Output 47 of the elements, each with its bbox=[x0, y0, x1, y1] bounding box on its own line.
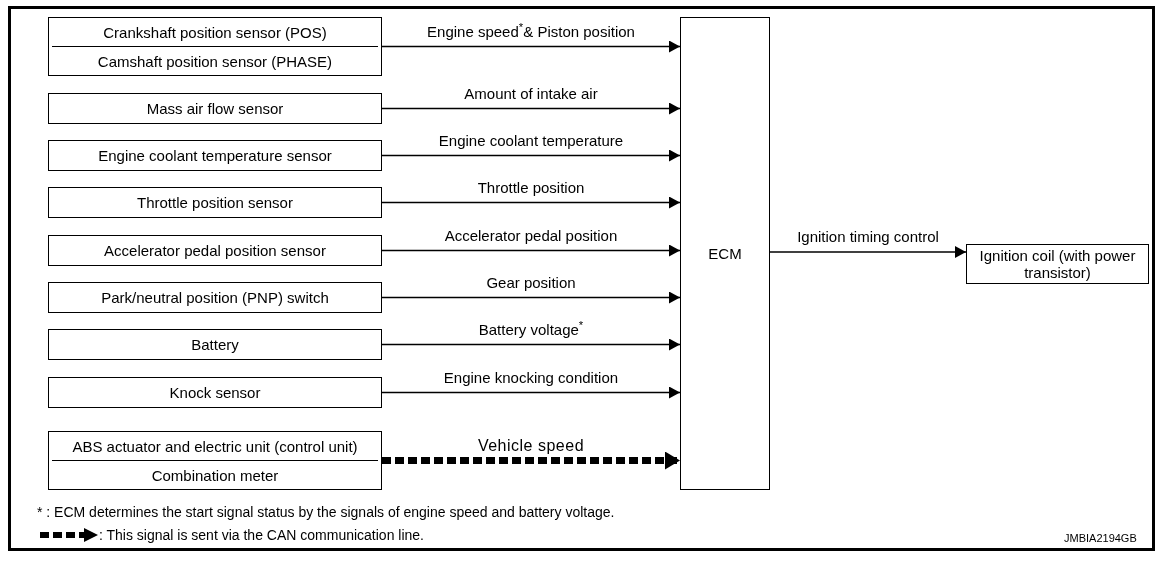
component-box bbox=[966, 244, 1149, 284]
figure-code: JMBIA2194GB bbox=[1064, 532, 1137, 545]
controller-box bbox=[680, 17, 770, 490]
arrow bbox=[381, 386, 681, 399]
box-text: ABS actuator and electric unit (control unit) bbox=[52, 432, 378, 461]
component-box bbox=[48, 17, 382, 76]
edge-label: Vehicle speed bbox=[477, 436, 585, 455]
component-box bbox=[48, 187, 382, 218]
box-text: Engine coolant temperature sensor bbox=[98, 147, 332, 164]
arrow bbox=[381, 149, 681, 162]
arrow bbox=[381, 40, 681, 53]
edge-label: Engine coolant temperature bbox=[438, 131, 624, 150]
box-text: ECM bbox=[708, 245, 742, 262]
box-text: Crankshaft position sensor (POS) bbox=[52, 18, 378, 47]
box-text: Throttle position sensor bbox=[137, 194, 293, 211]
edge-label: Engine knocking condition bbox=[443, 368, 619, 387]
component-box bbox=[48, 329, 382, 360]
arrow bbox=[381, 291, 681, 304]
box-text: Ignition coil (with power transistor) bbox=[978, 247, 1137, 281]
component-box bbox=[48, 140, 382, 171]
can-signal-arrow bbox=[382, 451, 680, 470]
arrow bbox=[381, 102, 681, 115]
edge-label: Throttle position bbox=[477, 178, 585, 197]
box-text: Mass air flow sensor bbox=[146, 100, 284, 117]
edge-label: Ignition timing control bbox=[797, 228, 939, 246]
arrow bbox=[381, 244, 681, 257]
component-box bbox=[48, 377, 382, 408]
edge-label: Amount of intake air bbox=[464, 84, 598, 103]
component-box bbox=[48, 282, 382, 313]
box-text: Accelerator pedal position sensor bbox=[104, 242, 326, 259]
legend-text: : This signal is sent via the CAN communication line. bbox=[99, 527, 424, 543]
box-text: Combination meter bbox=[150, 465, 280, 486]
edge-label: Engine speed$^{*}$& Piston position bbox=[427, 22, 635, 41]
edge-label: Accelerator pedal position bbox=[444, 226, 618, 245]
component-box bbox=[48, 93, 382, 124]
arrow bbox=[381, 196, 681, 209]
box-text: Knock sensor bbox=[169, 384, 261, 401]
edge-label: Battery voltage$^{*}$ bbox=[478, 320, 584, 339]
box-text: Camshaft position sensor (PHASE) bbox=[96, 51, 334, 72]
arrow bbox=[381, 338, 681, 351]
box-text: Battery bbox=[191, 336, 239, 353]
edge-label: Gear position bbox=[486, 273, 576, 292]
component-box bbox=[48, 235, 382, 266]
arrow bbox=[769, 246, 967, 258]
footnote: * : ECM determines the start signal status by the signals of engine speed and battery voltage. bbox=[37, 504, 615, 520]
box-text: Park/neutral position (PNP) switch bbox=[101, 289, 329, 306]
component-box bbox=[48, 431, 382, 490]
